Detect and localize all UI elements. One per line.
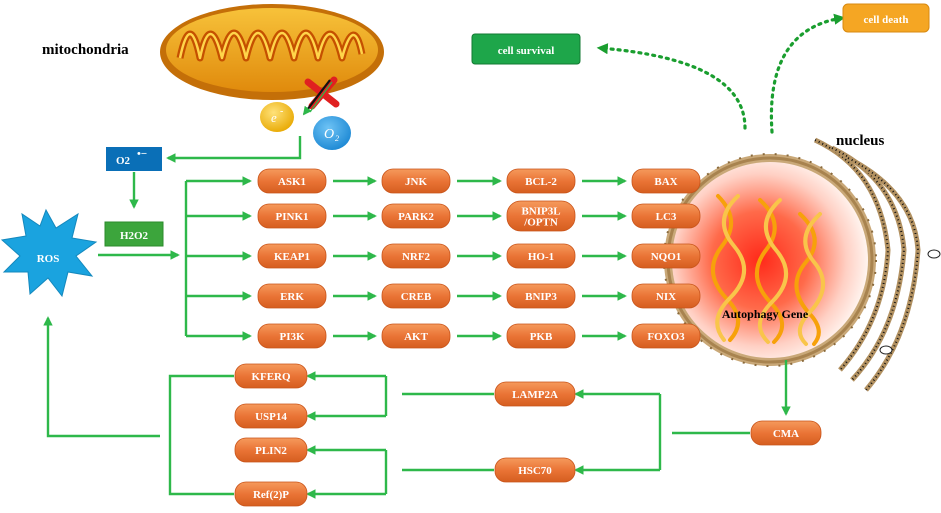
node-cma-label: CMA bbox=[773, 428, 799, 440]
node-bcl-2: BCL-2 bbox=[506, 168, 576, 194]
node-plin2-label: PLIN2 bbox=[255, 445, 287, 457]
node-ask1: ASK1 bbox=[257, 168, 327, 194]
node-kferq-label: KFERQ bbox=[251, 371, 291, 383]
node-bcl-2-label: BCL-2 bbox=[525, 176, 557, 188]
node-erk-label: ERK bbox=[280, 291, 304, 303]
svg-text:H2O2: H2O2 bbox=[120, 230, 149, 242]
cell-death-box: cell death bbox=[842, 3, 930, 33]
node-ref2p: Ref(2)P bbox=[234, 481, 308, 507]
node-pkb-label: PKB bbox=[530, 331, 553, 343]
node-lamp2a-label: LAMP2A bbox=[512, 389, 558, 401]
node-layer: ASK1 JNK BCL-2 BAX PINK1 PARK2 BNIP3L/OPTN LC3K… bbox=[234, 168, 822, 507]
node-pi3k-label: PI3K bbox=[279, 331, 305, 343]
node-akt-label: AKT bbox=[404, 331, 429, 343]
node-lc3-label: LC3 bbox=[656, 211, 677, 223]
node-usp14: USP14 bbox=[234, 403, 308, 429]
node-kferq: KFERQ bbox=[234, 363, 308, 389]
node-lc3: LC3 bbox=[631, 203, 701, 229]
node-foxo3-label: FOXO3 bbox=[647, 331, 685, 343]
node-hsc70: HSC70 bbox=[494, 457, 576, 483]
oxygen-icon: O 2 bbox=[313, 116, 351, 150]
node-jnk-label: JNK bbox=[405, 176, 427, 188]
node-bnip3: BNIP3 bbox=[506, 283, 576, 309]
node-foxo3: FOXO3 bbox=[631, 323, 701, 349]
inhibitor-icon bbox=[302, 76, 340, 116]
electron-icon: e - bbox=[260, 102, 294, 132]
node-creb: CREB bbox=[381, 283, 451, 309]
node-plin2: PLIN2 bbox=[234, 437, 308, 463]
mitochondria-label: mitochondria bbox=[42, 42, 129, 58]
nucleus-label: nucleus bbox=[836, 133, 885, 149]
svg-text:•−: •− bbox=[137, 148, 147, 160]
h2o2-box: H2O2 bbox=[104, 221, 164, 247]
node-ref2p-label: Ref(2)P bbox=[253, 489, 289, 501]
svg-text:ROS: ROS bbox=[37, 253, 60, 265]
node-cma: CMA bbox=[750, 420, 822, 446]
node-pi3k: PI3K bbox=[257, 323, 327, 349]
node-ho-1-label: HO-1 bbox=[528, 251, 554, 263]
node-ho-1: HO-1 bbox=[506, 243, 576, 269]
node-park2: PARK2 bbox=[381, 203, 451, 229]
node-creb-label: CREB bbox=[401, 291, 432, 303]
svg-text:O: O bbox=[324, 127, 334, 142]
nucleus-icon bbox=[663, 137, 941, 392]
node-usp14-label: USP14 bbox=[255, 411, 287, 423]
superoxide-box: O2 •− bbox=[106, 147, 162, 171]
node-nrf2: NRF2 bbox=[381, 243, 451, 269]
node-bnip3l-optn-label: /OPTN bbox=[523, 217, 558, 229]
dna-helix-icon bbox=[711, 194, 825, 346]
node-akt: AKT bbox=[381, 323, 451, 349]
svg-text:e: e bbox=[271, 110, 277, 125]
node-jnk: JNK bbox=[381, 168, 451, 194]
svg-text:cell death: cell death bbox=[864, 14, 909, 26]
node-erk: ERK bbox=[257, 283, 327, 309]
node-bnip3l-optn: BNIP3L/OPTN bbox=[506, 200, 576, 232]
node-nrf2-label: NRF2 bbox=[402, 251, 431, 263]
node-nix: NIX bbox=[631, 283, 701, 309]
node-bax-label: BAX bbox=[654, 176, 677, 188]
cell-survival-box: cell survival bbox=[471, 33, 581, 65]
mitochondria-icon bbox=[160, 4, 384, 100]
node-nqo1-label: NQO1 bbox=[651, 251, 682, 263]
node-pink1-label: PINK1 bbox=[276, 211, 309, 223]
node-hsc70-label: HSC70 bbox=[518, 465, 552, 477]
svg-text:cell survival: cell survival bbox=[498, 45, 555, 57]
node-nqo1: NQO1 bbox=[631, 243, 701, 269]
svg-text:-: - bbox=[280, 106, 283, 117]
node-bnip3-label: BNIP3 bbox=[525, 291, 557, 303]
node-park2-label: PARK2 bbox=[398, 211, 434, 223]
autophagy-gene-label: Autophagy Gene bbox=[722, 307, 809, 321]
svg-text:2: 2 bbox=[335, 134, 339, 143]
node-bax: BAX bbox=[631, 168, 701, 194]
row-connectors bbox=[333, 176, 627, 341]
node-ask1-label: ASK1 bbox=[278, 176, 306, 188]
node-keap1-label: KEAP1 bbox=[274, 251, 310, 263]
svg-text:O2: O2 bbox=[116, 155, 131, 167]
node-keap1: KEAP1 bbox=[257, 243, 327, 269]
node-nix-label: NIX bbox=[656, 291, 676, 303]
node-lamp2a: LAMP2A bbox=[494, 381, 576, 407]
node-pink1: PINK1 bbox=[257, 203, 327, 229]
node-pkb: PKB bbox=[506, 323, 576, 349]
ros-star-icon: ROS bbox=[0, 208, 98, 298]
node-bnip3l-optn-label: BNIP3L bbox=[521, 206, 560, 218]
